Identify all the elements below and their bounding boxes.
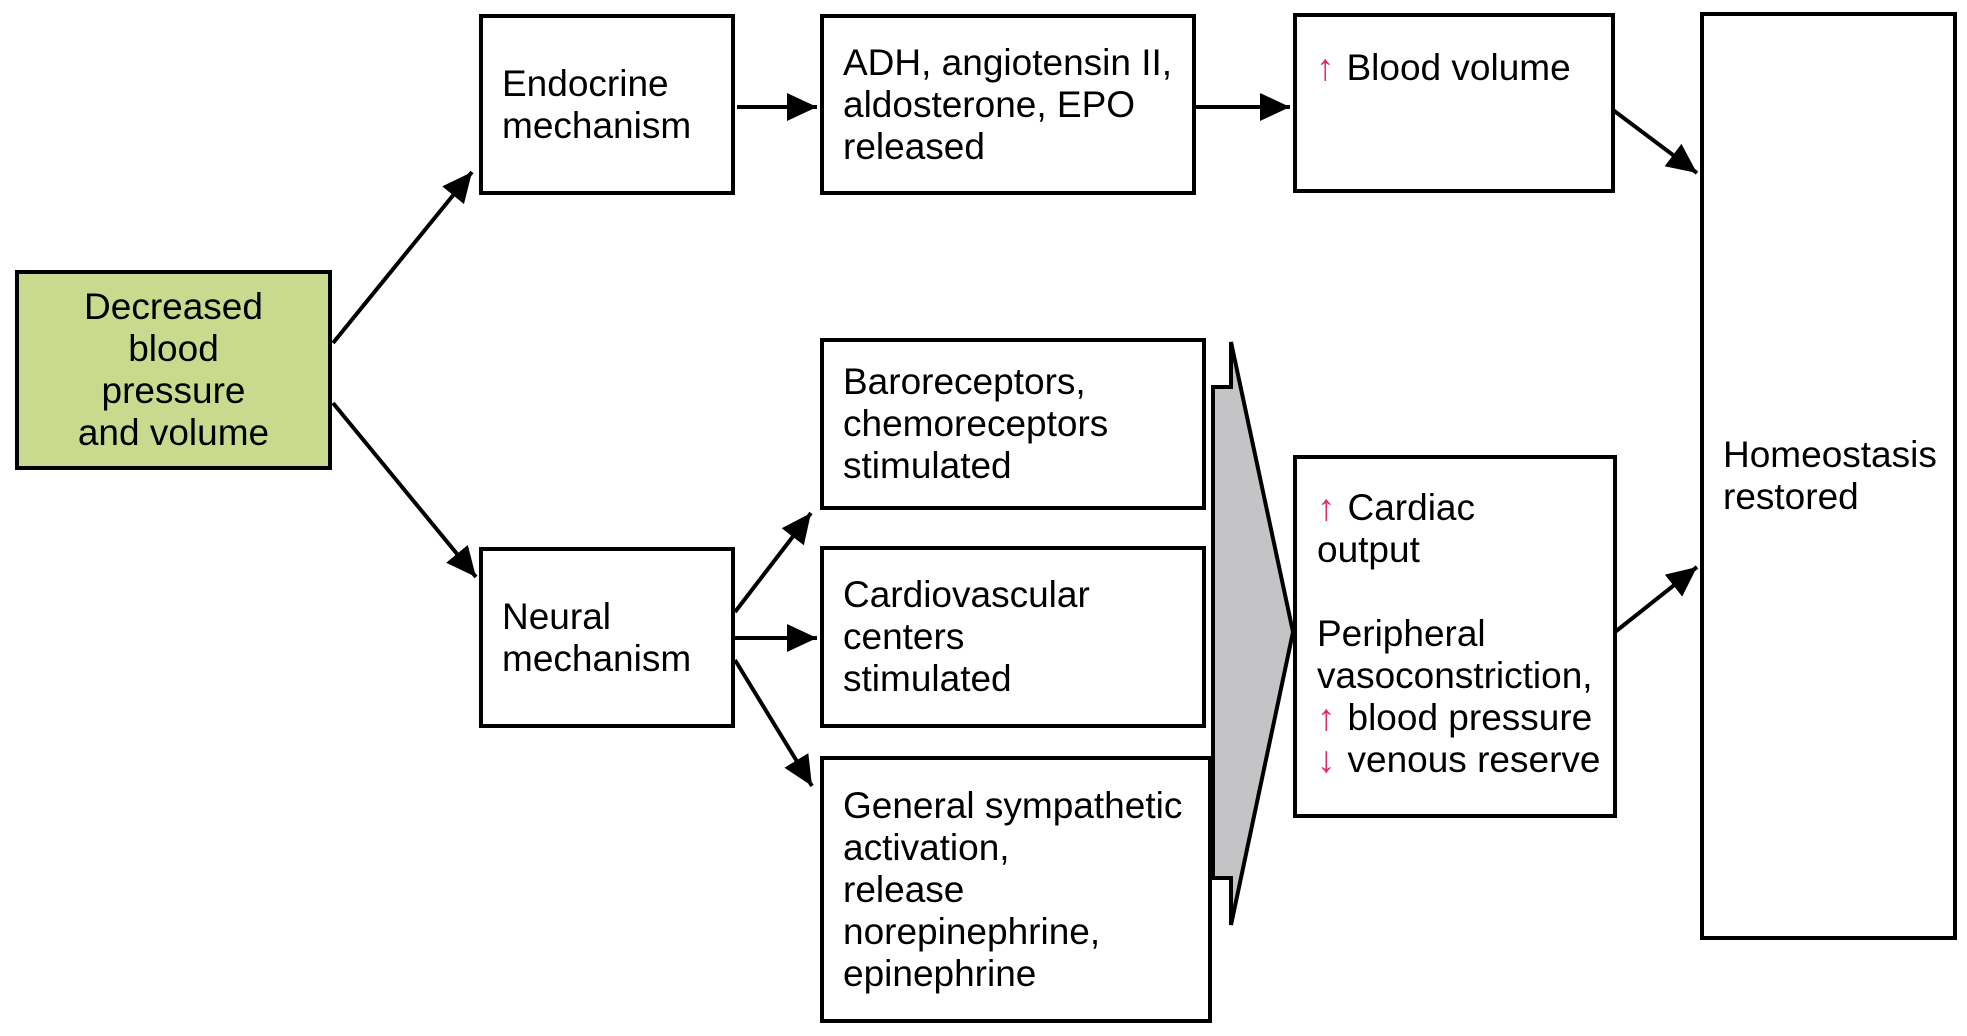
node-cardiac-output: ↑ Cardiac output Peripheral vasoconstrict… (1293, 455, 1617, 818)
node-blood-volume: ↑ Blood volume (1293, 13, 1615, 193)
cardiac-line-text: Peripheral (1317, 613, 1486, 654)
text-line: activation, (843, 826, 1010, 868)
text-line: stimulated (843, 658, 1012, 699)
increase-arrow-icon: ↑ (1316, 47, 1335, 88)
increase-arrow-icon: ↑ (1317, 697, 1336, 738)
node-hormones-released: ADH, angiotensin II, aldosterone, EPO re… (820, 14, 1196, 195)
text-line: blood (128, 328, 219, 369)
connector-blood-volume-to-homeostasis (1611, 108, 1699, 175)
cardiac-line-text: blood pressure (1347, 697, 1593, 738)
text-line: norepinephrine, (843, 910, 1101, 952)
connector-neural-to-general-sympathetic (733, 658, 814, 788)
connector-start-to-neural (331, 401, 478, 579)
decrease-arrow-icon: ↓ (1317, 739, 1336, 780)
text-line: chemoreceptors (843, 403, 1109, 444)
text-line: ↓ venous reserve (1317, 739, 1607, 781)
text-line: Peripheral (1317, 613, 1607, 655)
connector-cardiac-to-homeostasis (1613, 565, 1699, 634)
text-line: vasoconstriction, (1317, 655, 1607, 697)
text-line: aldosterone, EPO (843, 83, 1136, 125)
text-line: restored (1723, 476, 1859, 517)
text-line: Cardiovascular (843, 574, 1090, 615)
text-line: Neural (502, 595, 611, 637)
node-neural-mechanism: Neural mechanism (479, 547, 735, 728)
text-line: release (843, 868, 965, 910)
text-line: ↑ blood pressure (1317, 697, 1607, 739)
text-line: epinephrine (843, 952, 1037, 994)
cardiac-line-text: venous reserve (1347, 739, 1601, 780)
text-line: output (1317, 529, 1607, 571)
node-endocrine-mechanism: Endocrine mechanism (479, 14, 735, 195)
node-homeostasis-restored: Homeostasis restored (1700, 12, 1957, 940)
connector-neural-to-baroreceptors (733, 511, 813, 614)
text-line: ADH, angiotensin II, (843, 41, 1173, 83)
increase-arrow-icon: ↑ (1317, 487, 1336, 528)
text-line: centers (843, 616, 965, 657)
text-line: General sympathetic (843, 784, 1183, 826)
text-line: released (843, 125, 985, 167)
text-line: Homeostasis (1723, 434, 1937, 475)
node-general-sympathetic: General sympathetic activation, release … (820, 756, 1212, 1023)
text-line: pressure (101, 370, 246, 411)
cardiac-line-text: Cardiac (1347, 487, 1476, 528)
node-decreased-bp-volume: Decreased blood pressure and volume (15, 270, 332, 470)
text-line: and volume (77, 412, 270, 453)
text-line: stimulated (843, 445, 1012, 486)
node-cardiovascular-centers: Cardiovascular centers stimulated (820, 546, 1206, 728)
cardiac-line-text: output (1317, 529, 1420, 570)
text-line: mechanism (502, 637, 692, 679)
text-line: Decreased (84, 286, 263, 327)
text-line: mechanism (502, 104, 692, 146)
text-line (1317, 571, 1607, 613)
cardiac-line-text: vasoconstriction, (1317, 655, 1593, 696)
node-baroreceptors: Baroreceptors, chemoreceptors stimulated (820, 338, 1206, 510)
text-line: ↑ Blood volume (1316, 47, 1605, 89)
text-line: ↑ Cardiac (1317, 487, 1607, 529)
text-line: Baroreceptors, (843, 361, 1086, 402)
converge-arrow (1211, 341, 1296, 926)
connector-start-to-endocrine (331, 170, 474, 345)
text-line: Endocrine (502, 62, 669, 104)
node-blood-volume-label: Blood volume (1346, 47, 1571, 88)
